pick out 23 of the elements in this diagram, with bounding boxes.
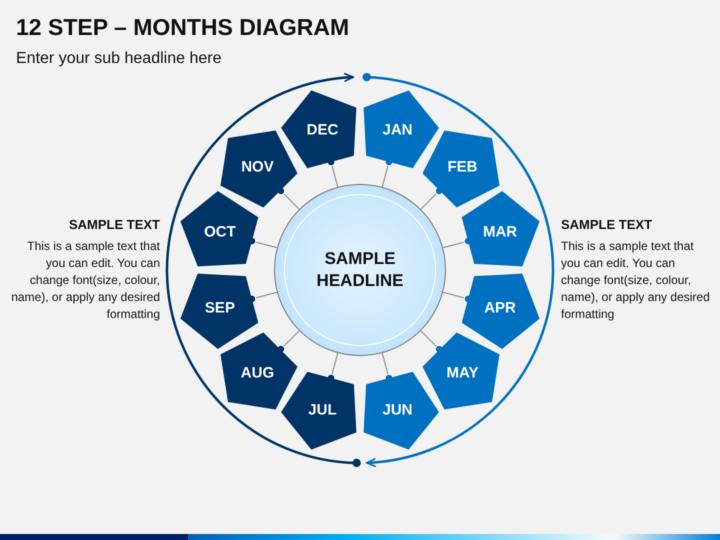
month-label: OCT [204,224,236,241]
connector-line [420,186,444,210]
month-label: NOV [241,158,274,176]
connector-line [420,330,444,354]
title: 12 STEP – MONTHS DIAGRAM [16,14,350,41]
connector-line [276,330,300,354]
month-label: JUL [308,402,337,419]
month-label: AUG [240,364,274,382]
side-paragraph: This is a sample text that you can edit. You can change font(size, colour, name), or apply any desired formatting [10,238,160,323]
month-label: APR [484,299,516,316]
side-heading: SAMPLE TEXT [68,216,160,233]
month-label: JAN [382,121,413,138]
subtitle: Enter your sub headline here [16,50,222,68]
month-label: MAY [446,364,478,382]
month-label: DEC [306,121,338,138]
month-label: SEP [204,299,235,316]
side-paragraph: This is a sample text that you can edit. You can change font(size, colour, name), or apply any desired formatting [561,238,711,323]
headline-text: SAMPLE HEADLINE [316,248,404,292]
month-label: FEB [448,158,478,176]
month-label: JUN [382,402,413,419]
side-heading: SAMPLE TEXT [561,216,654,233]
connector-line [276,186,300,210]
month-label: MAR [482,224,518,241]
